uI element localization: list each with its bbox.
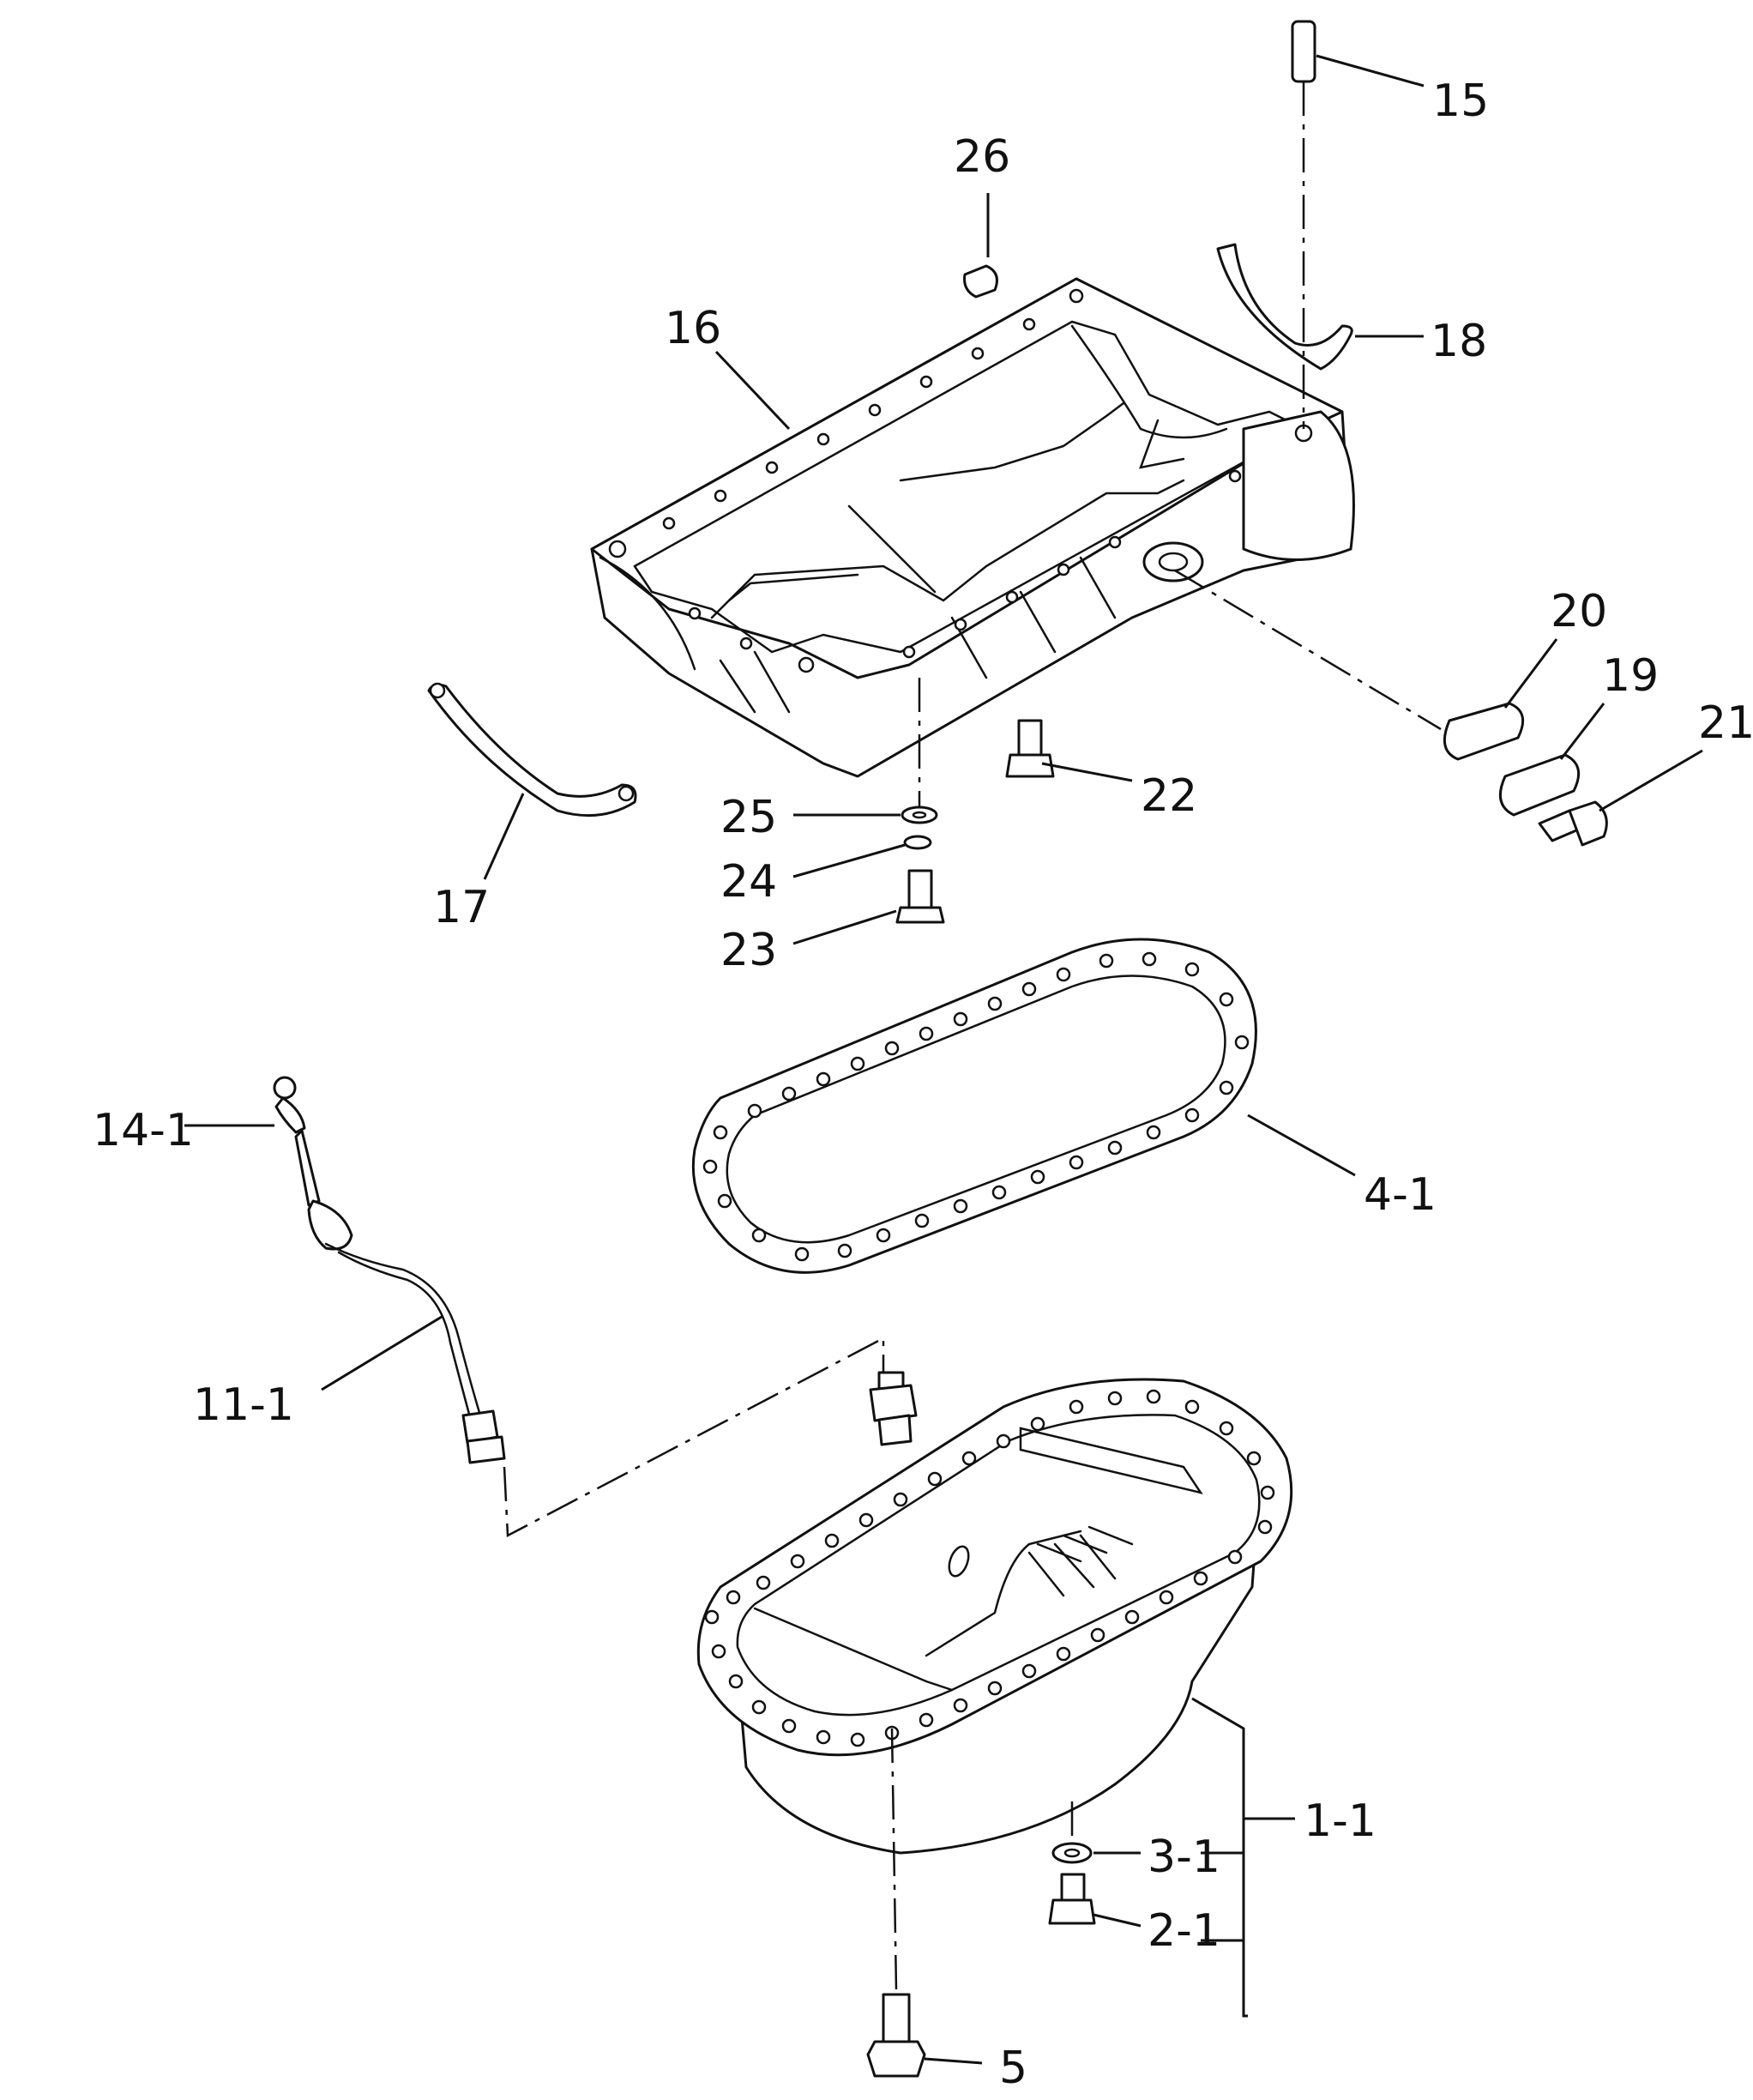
- callout-1-1: 1-1: [1304, 1795, 1376, 1847]
- oil-pan-gasket-4-1: [691, 938, 1257, 1274]
- upper-oil-pan: [590, 277, 1355, 778]
- callout-4-1: 4-1: [1364, 1169, 1437, 1221]
- callout-15: 15: [1432, 75, 1489, 127]
- dipstick-assembly: [273, 1076, 506, 1464]
- callout-2-1: 2-1: [1148, 1905, 1220, 1957]
- callout-5: 5: [999, 2043, 1027, 2094]
- callout-20: 20: [1551, 586, 1607, 637]
- bolt-23: [895, 869, 945, 924]
- callout-23: 23: [720, 925, 777, 976]
- callout-14-1: 14-1: [93, 1105, 194, 1156]
- callout-25: 25: [720, 792, 777, 843]
- washer-3-1: [1051, 1842, 1093, 1864]
- dowel-pin-15: [1291, 20, 1316, 83]
- washer-25: [901, 806, 938, 824]
- callout-26: 26: [954, 131, 1010, 183]
- lower-oil-pan: [696, 1378, 1293, 1855]
- plug-26: [963, 264, 998, 299]
- cover-plate-19: [1498, 753, 1581, 817]
- seal-17: [427, 682, 637, 818]
- callout-22: 22: [1141, 770, 1197, 822]
- callout-labels: 15 26 16 18 20 19 21 22 25 24 23 17 14-1…: [93, 75, 1753, 2094]
- cover-gasket-20: [1443, 702, 1525, 761]
- callout-18: 18: [1431, 316, 1487, 367]
- drain-plug-2-1: [1048, 1873, 1096, 1925]
- bolt-22: [1005, 719, 1055, 778]
- bolt-5: [866, 1993, 926, 2078]
- dipstick-guide-fitting: [869, 1371, 918, 1446]
- callout-11-1: 11-1: [193, 1379, 294, 1431]
- callout-17: 17: [433, 882, 490, 933]
- callout-21: 21: [1698, 697, 1753, 749]
- centerlines: [503, 81, 1442, 1991]
- callout-16: 16: [665, 303, 721, 354]
- callout-24: 24: [720, 856, 777, 908]
- leader-lines: [184, 54, 1703, 2065]
- lock-washer-24: [903, 835, 932, 850]
- seal-18: [1216, 243, 1353, 371]
- callout-3-1: 3-1: [1148, 1831, 1220, 1883]
- bolt-21: [1538, 800, 1608, 847]
- callout-19: 19: [1602, 650, 1659, 702]
